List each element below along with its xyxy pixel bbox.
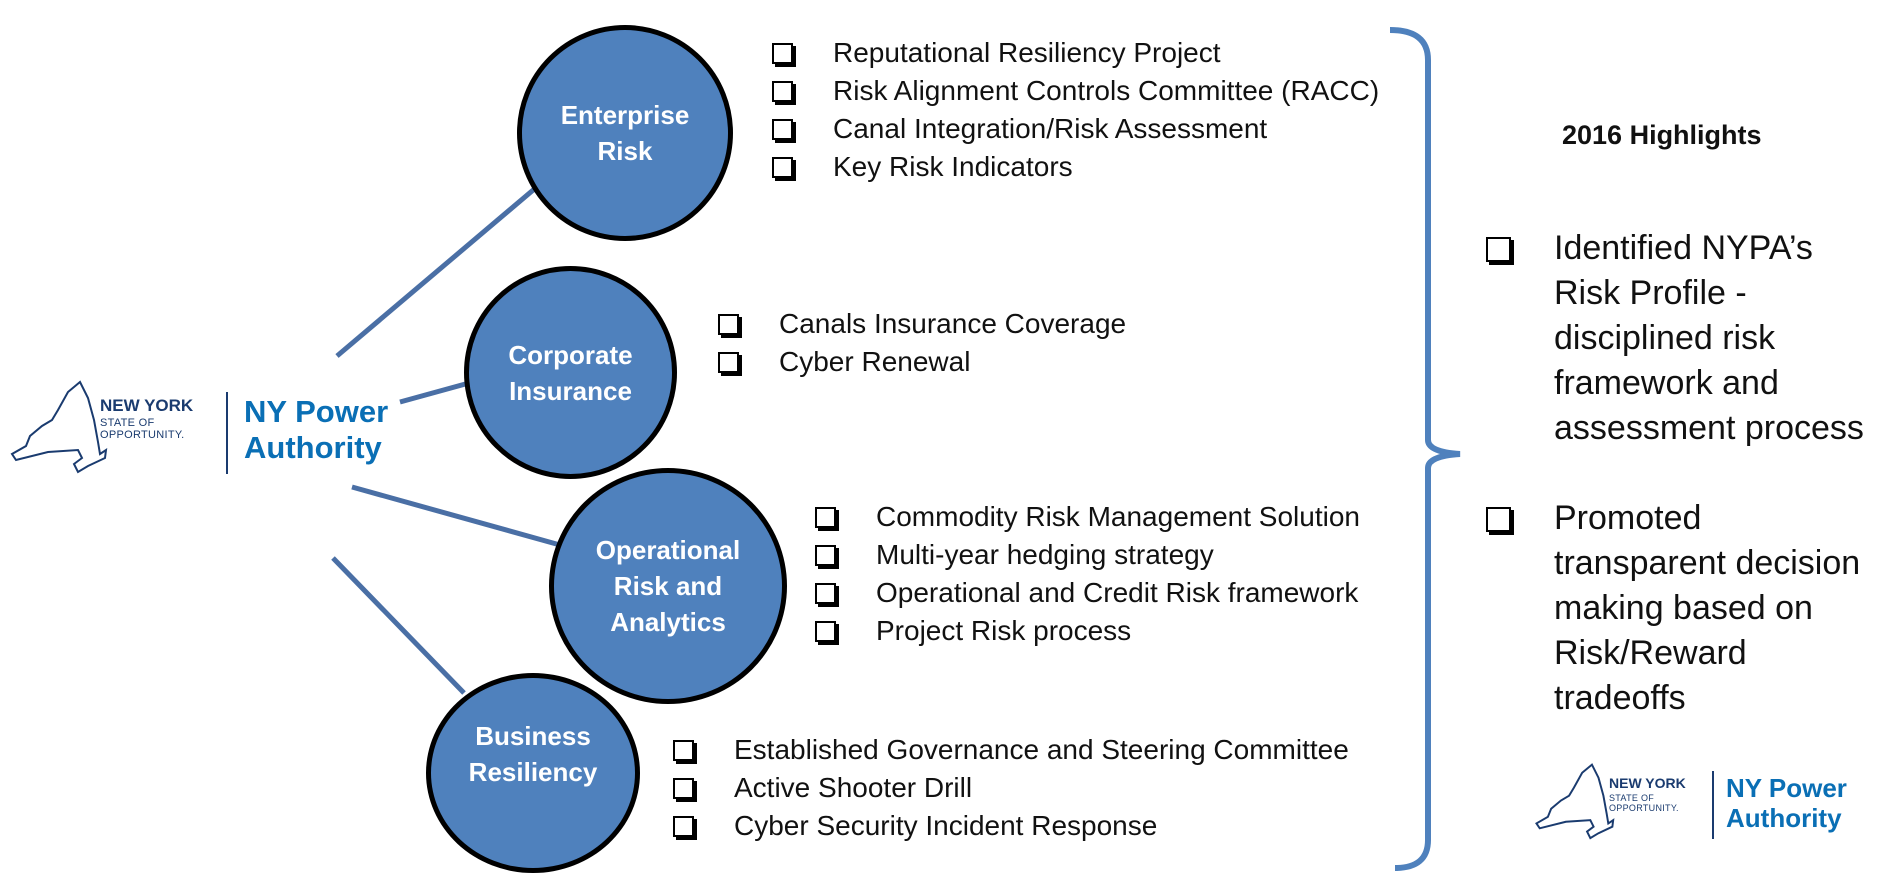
list-item-text: Commodity Risk Management Solution (876, 501, 1360, 532)
list-item-text: Canals Insurance Coverage (779, 308, 1127, 339)
checkbox-icon (815, 544, 836, 566)
nypa-logo-small: NEW YORK STATE OF OPPORTUNITY. NY Power … (1533, 763, 1873, 853)
checkbox-icon (772, 118, 793, 140)
circle-enterprise-risk: Enterprise Risk (517, 25, 733, 241)
highlights-title: 2016 Highlights (1562, 120, 1762, 150)
ny-state-outline-icon (1535, 763, 1615, 840)
connector-business-resiliency (331, 556, 466, 695)
checkbox-icon (718, 313, 739, 335)
list-business-resiliency: Established Governance and Steering Comm… (673, 731, 1349, 845)
list-item-text: Operational and Credit Risk framework (876, 577, 1359, 608)
list-item-text: Risk Alignment Controls Committee (RACC) (833, 75, 1380, 106)
list-item: Project Risk process (815, 612, 1360, 650)
circle-operational-risk: Operational Risk and Analytics (549, 468, 787, 704)
list-item: Risk Alignment Controls Committee (RACC) (772, 72, 1379, 110)
checkbox-icon (815, 506, 836, 528)
logo-state-name: NEW YORK (1609, 775, 1686, 791)
logo-state-name: NEW YORK (100, 396, 194, 415)
list-item-text: Project Risk process (876, 615, 1132, 646)
highlight-item: Promoted transparent decision making bas… (1486, 496, 1876, 721)
circle-label: Business Resiliency (468, 721, 598, 787)
checkbox-icon (673, 739, 694, 761)
logo-state-tagline: STATE OF OPPORTUNITY. (100, 417, 185, 441)
checkbox-icon (772, 80, 793, 102)
list-item: Active Shooter Drill (673, 769, 1349, 807)
checkbox-icon (772, 42, 793, 64)
highlights-list: Identified NYPA’s Risk Profile - discipl… (1486, 226, 1876, 766)
list-item: Reputational Resiliency Project (772, 34, 1379, 72)
list-item-text: Cyber Security Incident Response (734, 810, 1158, 841)
checkbox-icon (673, 815, 694, 837)
checkbox-icon (815, 582, 836, 604)
list-item-text: Active Shooter Drill (734, 772, 973, 803)
circle-label: Corporate Insurance (508, 339, 633, 406)
list-enterprise-risk: Reputational Resiliency Project Risk Ali… (772, 34, 1379, 186)
list-item: Established Governance and Steering Comm… (673, 731, 1349, 769)
highlight-item: Identified NYPA’s Risk Profile - discipl… (1486, 226, 1876, 451)
circle-business-resiliency: Business Resiliency (426, 673, 640, 873)
list-item-text: Cyber Renewal (779, 346, 971, 377)
checkbox-icon (1486, 507, 1511, 532)
list-item-text: Established Governance and Steering Comm… (734, 734, 1349, 765)
connector-enterprise-risk (335, 178, 547, 358)
circle-label: Enterprise Risk (560, 100, 690, 166)
connector-operational-risk (351, 484, 561, 548)
list-item: Canals Insurance Coverage (718, 305, 1126, 343)
list-item-text: Canal Integration/Risk Assessment (833, 113, 1268, 144)
logo-divider (226, 392, 228, 474)
list-item-text: Reputational Resiliency Project (833, 37, 1221, 68)
highlights-brace (1389, 27, 1461, 871)
highlight-text: Identified NYPA’s Risk Profile - discipl… (1554, 229, 1864, 447)
list-item: Operational and Credit Risk framework (815, 574, 1360, 612)
circle-label: Operational Risk and Analytics (595, 535, 741, 637)
checkbox-icon (718, 351, 739, 373)
list-item: Commodity Risk Management Solution (815, 498, 1360, 536)
logo-org-name: NY Power Authority (1726, 773, 1847, 833)
list-item-text: Key Risk Indicators (833, 151, 1073, 182)
list-item: Key Risk Indicators (772, 148, 1379, 186)
logo-divider (1712, 771, 1714, 839)
checkbox-icon (815, 620, 836, 642)
list-item-text: Multi-year hedging strategy (876, 539, 1214, 570)
ny-state-outline-icon (10, 380, 108, 474)
logo-state-tagline: STATE OF OPPORTUNITY. (1609, 793, 1679, 813)
logo-org-name: NY Power Authority (244, 394, 389, 465)
list-corporate-insurance: Canals Insurance Coverage Cyber Renewal (718, 305, 1126, 381)
checkbox-icon (772, 156, 793, 178)
checkbox-icon (1486, 237, 1511, 262)
list-item: Canal Integration/Risk Assessment (772, 110, 1379, 148)
list-operational-risk: Commodity Risk Management Solution Multi… (815, 498, 1360, 650)
list-item: Multi-year hedging strategy (815, 536, 1360, 574)
circle-corporate-insurance: Corporate Insurance (464, 266, 677, 479)
list-item: Cyber Security Incident Response (673, 807, 1349, 845)
highlight-text: Promoted transparent decision making bas… (1554, 499, 1861, 717)
list-item: Cyber Renewal (718, 343, 1126, 381)
nypa-logo-main: NEW YORK STATE OF OPPORTUNITY. NY Power … (8, 380, 408, 485)
checkbox-icon (673, 777, 694, 799)
